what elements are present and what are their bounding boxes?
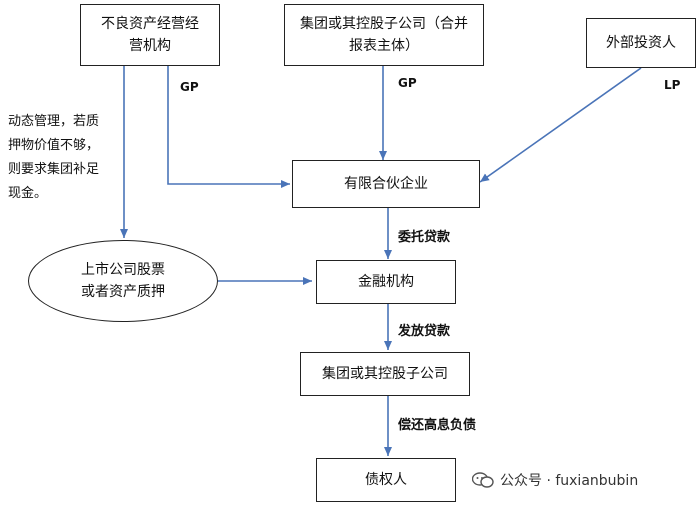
creditor-label: 债权人	[365, 472, 407, 488]
note-line-1: 动态管理，若质	[8, 114, 100, 129]
pledge-line-1: 上市公司股票	[81, 262, 165, 278]
note-line-3: 则要求集团补足	[8, 162, 100, 177]
watermark: 公众号 · fuxianbubin	[472, 470, 638, 490]
group-company-label: 集团或其控股子公司	[322, 366, 448, 382]
note-line-4: 现金。	[8, 186, 48, 201]
financial-institution-label: 金融机构	[358, 274, 414, 290]
group-parent-node: 集团或其控股子公司（合并 报表主体）	[284, 4, 484, 66]
npl-operator-line-1: 不良资产经营经	[101, 16, 199, 32]
repay-label: 偿还高息负债	[398, 418, 477, 433]
pledge-line-2: 或者资产质押	[81, 284, 165, 300]
creditor-node: 债权人	[316, 458, 456, 502]
group-parent-line-1: 集团或其控股子公司（合并	[300, 16, 468, 32]
limited-partnership-node: 有限合伙企业	[292, 160, 480, 208]
wechat-icon	[472, 472, 494, 488]
arrow-investor-to-lp	[479, 67, 642, 183]
note-line-2: 押物价值不够，	[8, 138, 100, 153]
limited-partnership-label: 有限合伙企业	[344, 176, 428, 192]
issue-loan-label: 发放贷款	[398, 324, 451, 339]
group-parent-line-2: 报表主体）	[349, 38, 419, 54]
watermark-text: 公众号 · fuxianbubin	[500, 473, 639, 489]
entrusted-loan-label: 委托贷款	[398, 230, 451, 245]
gp-label-group: GP	[398, 76, 417, 90]
npl-operator-line-2: 营机构	[129, 38, 171, 54]
npl-operator-node: 不良资产经营经 营机构	[80, 4, 220, 66]
gp-label-npl: GP	[180, 80, 199, 94]
external-investor-label: 外部投资人	[606, 35, 676, 51]
external-investor-node: 外部投资人	[586, 18, 696, 68]
arrow-npl-to-lp	[167, 66, 290, 188]
lp-label: LP	[664, 78, 681, 92]
dynamic-management-note: 动态管理，若质 押物价值不够， 则要求集团补足 现金。	[8, 110, 128, 206]
pledge-node: 上市公司股票 或者资产质押	[28, 240, 218, 322]
group-company-node: 集团或其控股子公司	[300, 352, 470, 396]
financial-institution-node: 金融机构	[316, 260, 456, 304]
